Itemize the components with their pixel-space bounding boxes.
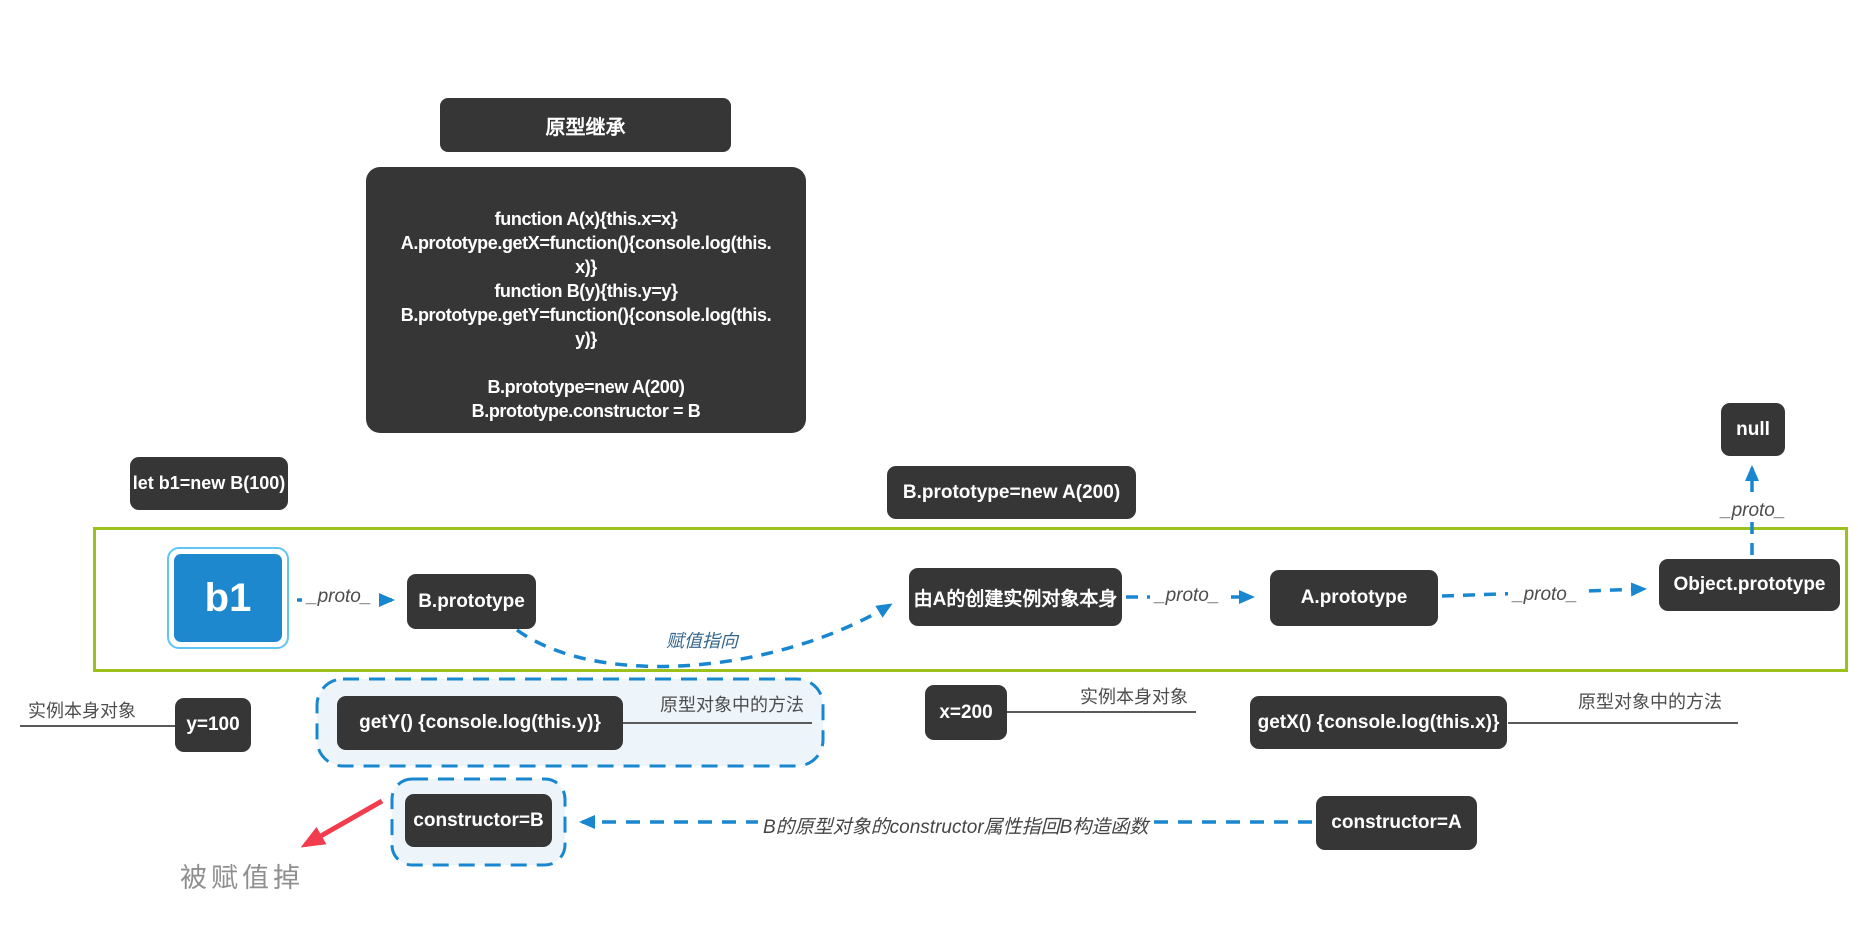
node-getx-method[interactable]: getX() {console.log(this.x)} <box>1250 696 1507 749</box>
label-prototype-method-left: 原型对象中的方法 <box>660 695 804 715</box>
node-gety-method[interactable]: getY() {console.log(this.y)} <box>337 696 623 750</box>
node-b1-selected[interactable]: b1 <box>167 547 289 649</box>
node-constructor-a[interactable]: constructor=A <box>1316 796 1477 850</box>
label-proto-a-prototype: _proto_ <box>1508 584 1583 606</box>
node-x-value[interactable]: x=200 <box>925 685 1007 740</box>
node-b-prototype-assign[interactable]: B.prototype=new A(200) <box>887 466 1136 519</box>
code-line: y)} <box>575 329 597 349</box>
label-instance-self-right: 实例本身对象 <box>1080 687 1188 707</box>
label-constructor-note: B的原型对象的constructor属性指回B构造函数 <box>758 812 1154 839</box>
node-let-b1[interactable]: let b1=new B(100) <box>130 457 288 510</box>
arrow-a-prototype-to-object-prototype <box>1441 582 1647 598</box>
node-constructor-b[interactable]: constructor=B <box>405 794 552 847</box>
node-null[interactable]: null <box>1721 403 1785 456</box>
node-object-prototype[interactable]: Object.prototype <box>1659 559 1840 611</box>
node-y-value[interactable]: y=100 <box>175 698 251 752</box>
label-assign-direction: 赋值指向 <box>666 631 738 651</box>
label-prototype-method-right: 原型对象中的方法 <box>1578 692 1722 712</box>
code-line: A.prototype.getX=function(){console.log(… <box>400 233 772 253</box>
node-b1[interactable]: b1 <box>174 554 282 642</box>
node-a-prototype[interactable]: A.prototype <box>1270 570 1438 626</box>
code-line: B.prototype.constructor = B <box>471 401 701 421</box>
prototype-chain-band <box>93 527 1848 672</box>
node-a-instance[interactable]: 由A的创建实例对象本身 <box>909 568 1122 626</box>
label-proto-b1: _proto_ <box>302 586 377 608</box>
label-overwritten: 被赋值掉 <box>180 863 304 894</box>
label-proto-a-instance: _proto_ <box>1150 585 1225 607</box>
code-line: function B(y){this.y=y} <box>494 281 678 301</box>
code-line: x)} <box>575 257 597 277</box>
code-line: function A(x){this.x=x} <box>494 209 678 229</box>
node-b-prototype[interactable]: B.prototype <box>407 574 536 629</box>
label-instance-self-left: 实例本身对象 <box>28 701 136 721</box>
code-line <box>366 351 806 375</box>
red-overwritten-arrow <box>300 798 384 848</box>
code-line: B.prototype=new A(200) <box>487 377 685 397</box>
label-proto-object-prototype: _proto_ <box>1716 500 1791 522</box>
code-line: B.prototype.getY=function(){console.log(… <box>400 305 772 325</box>
node-title[interactable]: 原型继承 <box>440 98 731 152</box>
node-code-block[interactable]: function A(x){this.x=x} A.prototype.getX… <box>366 167 806 433</box>
arrow-b-prototype-to-a-instance <box>515 603 893 669</box>
